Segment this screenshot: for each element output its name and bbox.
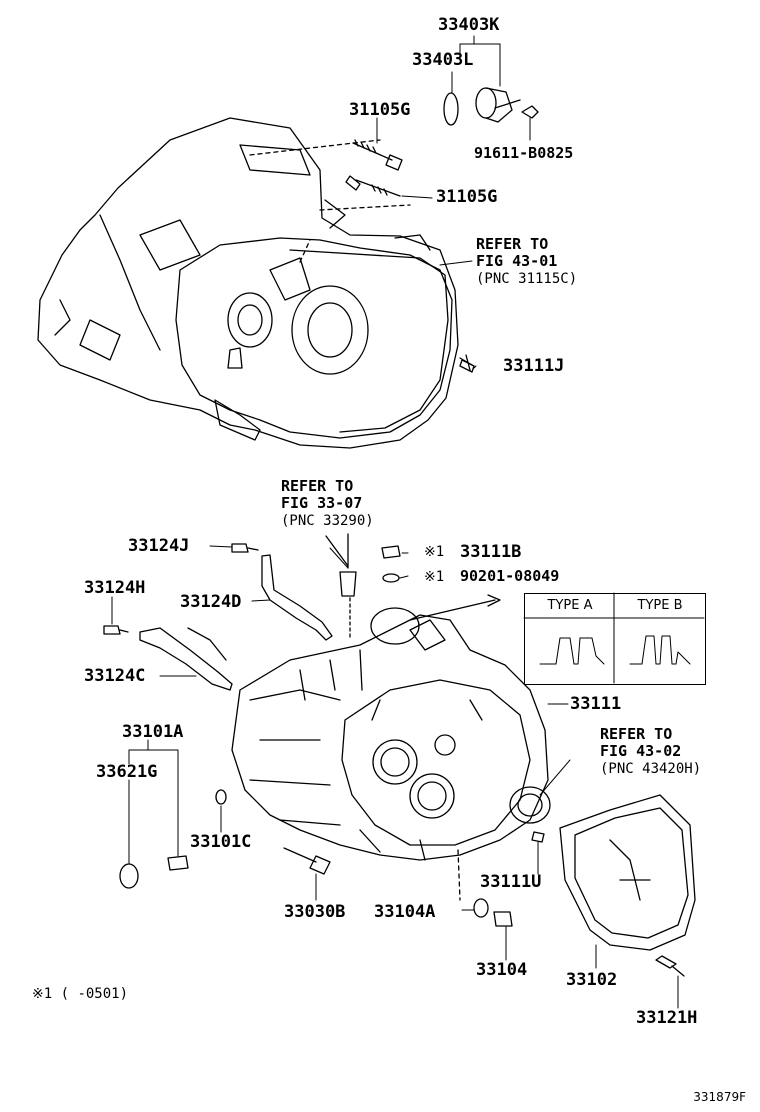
part-label-33621g[interactable]: 33621G bbox=[96, 762, 158, 782]
part-label-33111u[interactable]: 33111U bbox=[480, 872, 542, 892]
transmission-case-33111 bbox=[231, 594, 549, 861]
part-label-33101c[interactable]: 33101C bbox=[190, 832, 252, 852]
bolt-33124h bbox=[103, 625, 129, 635]
part-label-33403k[interactable]: 33403K bbox=[438, 15, 500, 35]
part-label-33104[interactable]: 33104 bbox=[476, 960, 528, 980]
refer-pnc: (PNC 43420H) bbox=[600, 760, 702, 777]
bolt-33030b bbox=[283, 847, 331, 875]
part-label-90201-08049[interactable]: 90201-08049 bbox=[460, 567, 560, 585]
part-label-33121h[interactable]: 33121H bbox=[636, 1008, 698, 1028]
bolt-33121h bbox=[655, 955, 685, 977]
gasket-90201 bbox=[382, 573, 400, 583]
type-comparison-box: TYPE A TYPE B bbox=[524, 593, 706, 685]
part-label-33124c[interactable]: 33124C bbox=[84, 666, 146, 686]
type-a-cell: TYPE A bbox=[525, 594, 615, 684]
refer-fig-43-02[interactable]: REFER TO FIG 43-02 (PNC 43420H) bbox=[600, 725, 702, 777]
plug-33111b bbox=[381, 545, 401, 559]
refer-line2: FIG 33-07 bbox=[281, 494, 363, 513]
part-label-33111j[interactable]: 33111J bbox=[503, 356, 565, 376]
part-label-33030b[interactable]: 33030B bbox=[284, 902, 346, 922]
part-label-91611-b0825[interactable]: 91611-B0825 bbox=[474, 144, 574, 162]
bolt-91611 bbox=[521, 105, 539, 119]
part-label-31105g-lower[interactable]: 31105G bbox=[436, 187, 498, 207]
o-ring-33403l bbox=[443, 92, 459, 126]
mark-1-90201: ※1 bbox=[424, 569, 445, 585]
drain-plug-33104 bbox=[493, 911, 513, 927]
bracket-33124d bbox=[261, 554, 333, 641]
gasket-33104a bbox=[473, 898, 489, 918]
pin-33111u bbox=[531, 831, 545, 843]
part-label-31105g-upper[interactable]: 31105G bbox=[349, 100, 411, 120]
seal-33101c bbox=[215, 789, 227, 805]
refer-line2: FIG 43-01 bbox=[476, 252, 558, 271]
cap-33621g bbox=[119, 863, 139, 889]
transmission-case-cover-33102 bbox=[559, 794, 696, 951]
bolt-33124j bbox=[231, 543, 259, 553]
bracket-33124c bbox=[139, 627, 233, 691]
dowel-pin-33111j bbox=[459, 359, 475, 373]
type-b-cell: TYPE B bbox=[615, 594, 705, 684]
part-label-33124h[interactable]: 33124H bbox=[84, 578, 146, 598]
refer-fig-33-07[interactable]: REFER TO FIG 33-07 (PNC 33290) bbox=[281, 477, 374, 529]
type-a-label: TYPE A bbox=[547, 598, 593, 613]
part-label-33111[interactable]: 33111 bbox=[570, 694, 622, 714]
transaxle-housing-upper bbox=[37, 117, 473, 449]
refer-pnc: (PNC 31115C) bbox=[476, 270, 578, 287]
plug-33101a bbox=[167, 855, 189, 871]
oil-seal-43420h bbox=[509, 786, 551, 824]
refer-line1: REFER TO bbox=[476, 235, 549, 253]
refer-line1: REFER TO bbox=[281, 477, 354, 495]
refer-line2: FIG 43-02 bbox=[600, 742, 682, 761]
figure-id: 331879F bbox=[693, 1090, 746, 1104]
type-b-label: TYPE B bbox=[637, 598, 683, 613]
breather-plug-33290 bbox=[325, 533, 357, 597]
type-box-profiles bbox=[523, 592, 705, 684]
part-label-33101a[interactable]: 33101A bbox=[122, 722, 184, 742]
leader-lines bbox=[111, 35, 679, 1009]
part-label-33111b[interactable]: 33111B bbox=[460, 542, 522, 562]
bolt-31105g-upper bbox=[352, 139, 403, 171]
refer-line1: REFER TO bbox=[600, 725, 673, 743]
part-label-33403l[interactable]: 33403L bbox=[412, 50, 474, 70]
part-label-33104a[interactable]: 33104A bbox=[374, 902, 436, 922]
part-label-33124j[interactable]: 33124J bbox=[128, 536, 190, 556]
refer-fig-43-01[interactable]: REFER TO FIG 43-01 (PNC 31115C) bbox=[476, 235, 578, 287]
refer-pnc: (PNC 33290) bbox=[281, 512, 374, 529]
bolt-31105g-lower bbox=[345, 175, 401, 197]
mark-1-33111b: ※1 bbox=[424, 544, 445, 560]
part-label-33102[interactable]: 33102 bbox=[566, 970, 618, 990]
footnote-mark-1: ※1 ( -0501) bbox=[32, 986, 129, 1002]
part-label-33124d[interactable]: 33124D bbox=[180, 592, 242, 612]
speedometer-sleeve-33403k bbox=[475, 87, 521, 123]
